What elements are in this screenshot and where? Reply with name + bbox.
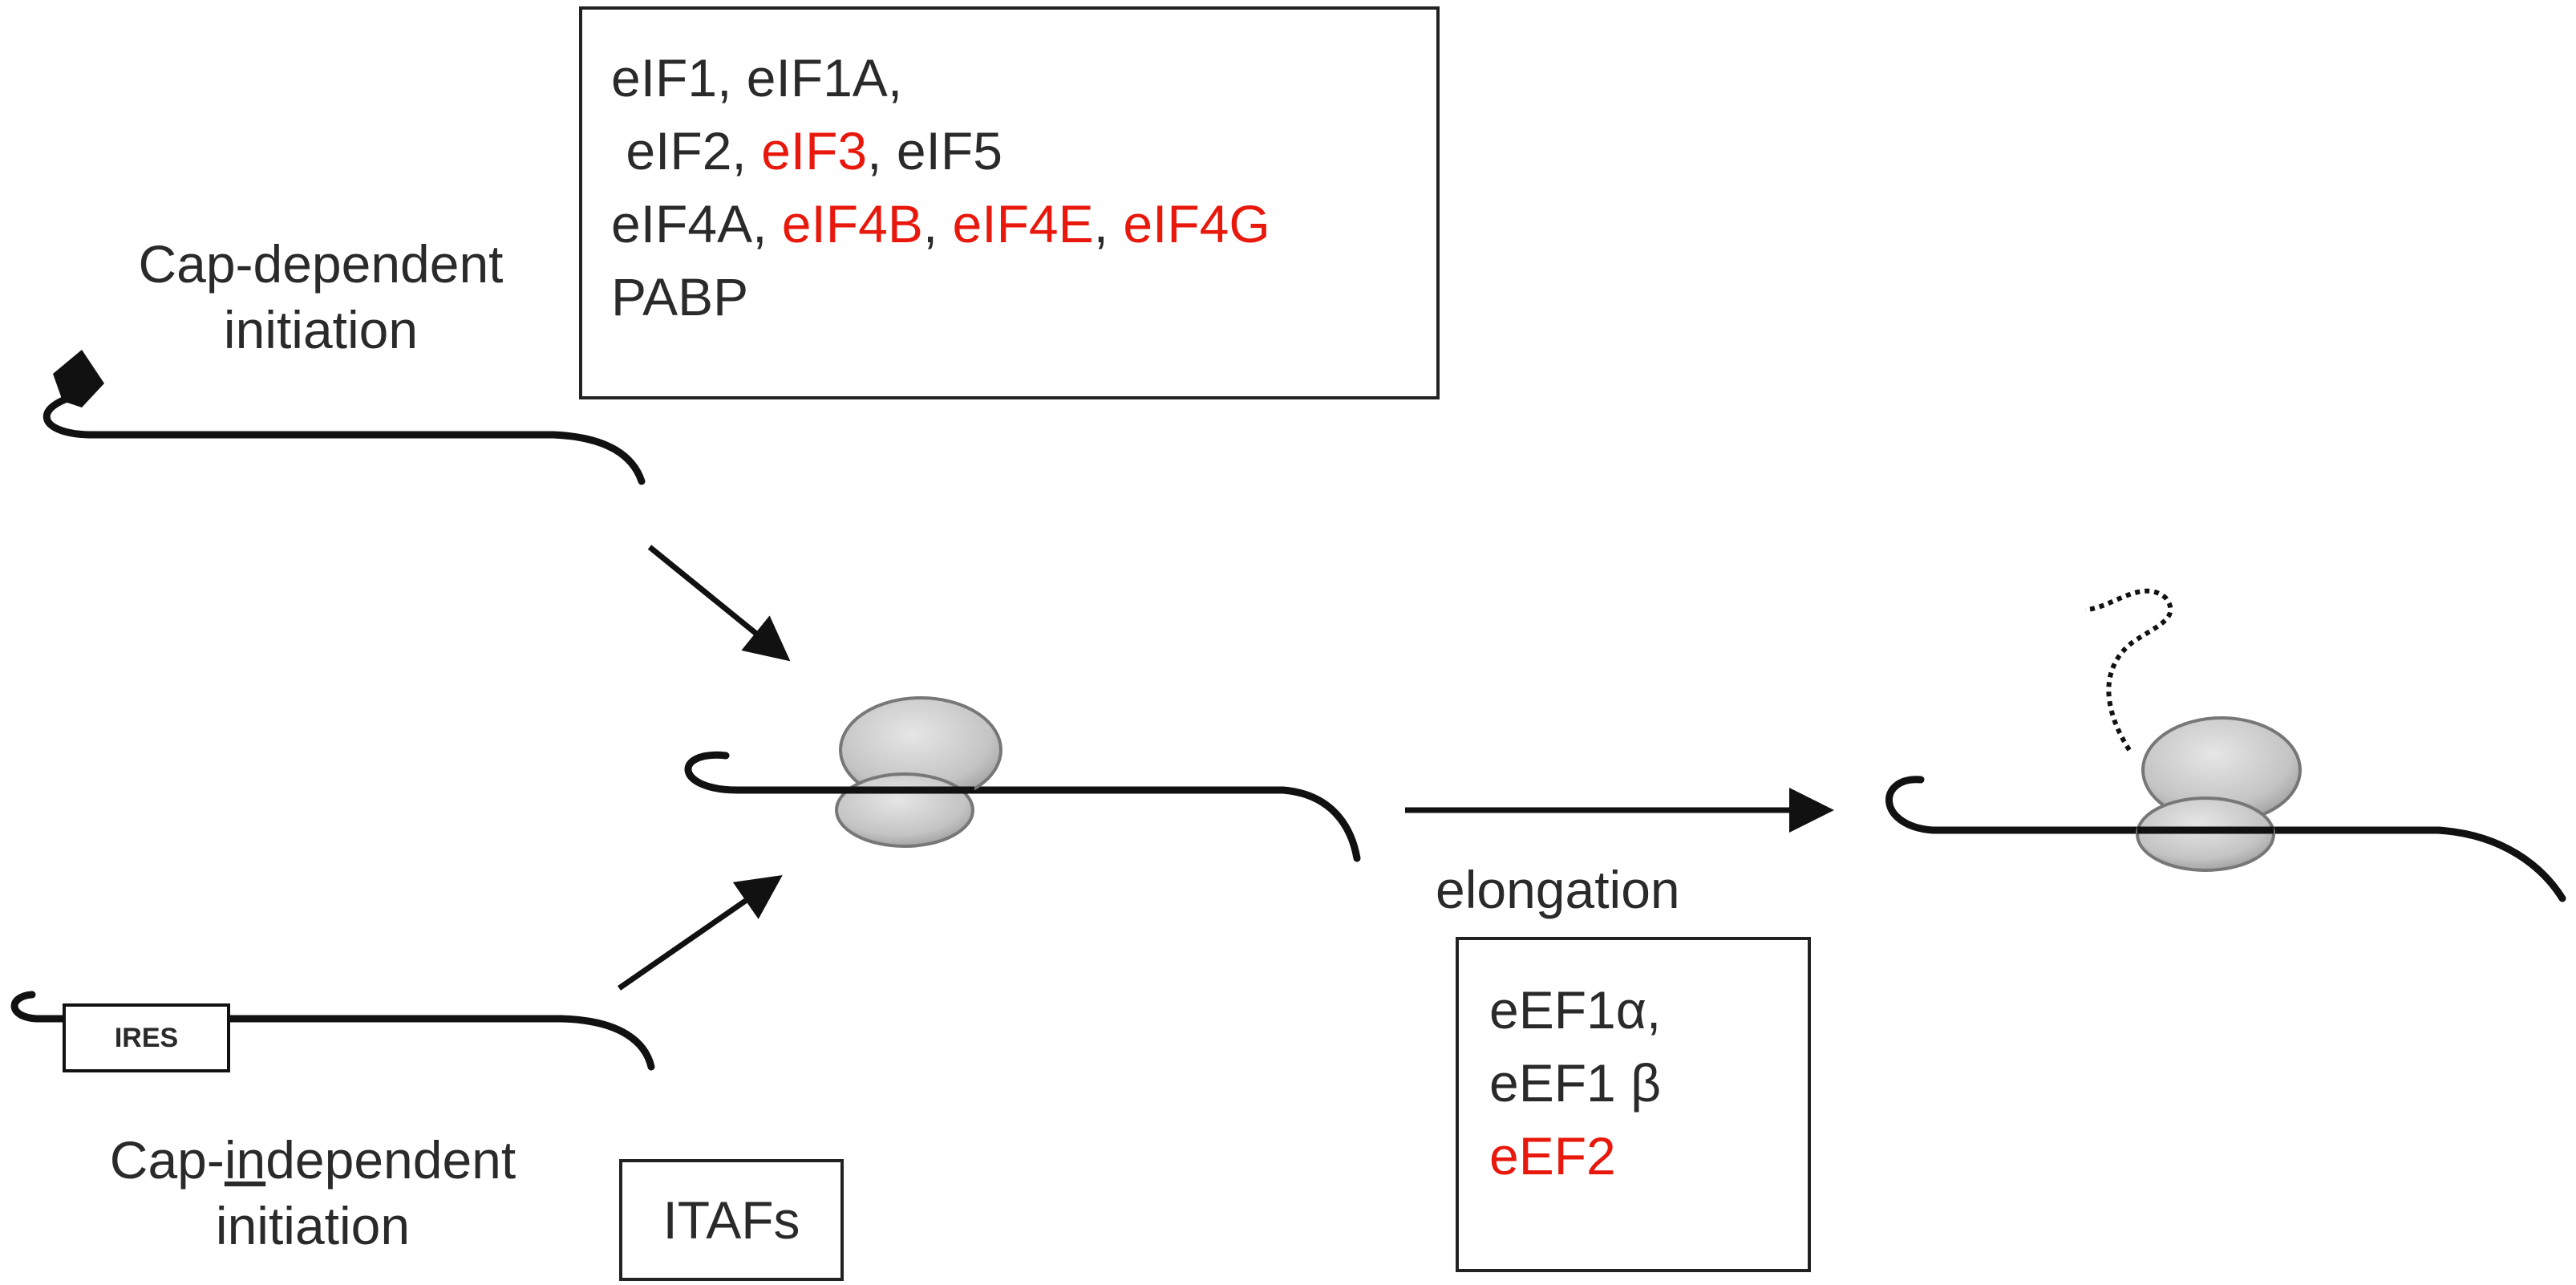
cap-independent-label-suffix: dependent xyxy=(265,1130,516,1190)
factor-name: , xyxy=(922,194,953,253)
factor-name: , eIF5 xyxy=(867,121,1002,180)
factor-name: eIF4B xyxy=(781,194,923,253)
initiation-complex xyxy=(684,696,1361,862)
factor-line: eIF4A, eIF4B, eIF4E, eIF4G xyxy=(611,188,1436,261)
cap-dependent-label-line1: Cap-dependent xyxy=(138,234,504,294)
cap-independent-arrow xyxy=(618,875,783,991)
factor-name: eIF2, xyxy=(611,121,762,180)
factor-line: eIF2, eIF3, eIF5 xyxy=(611,115,1436,188)
itafs-box: ITAFs xyxy=(619,1159,844,1281)
cap-dependent-label: Cap-dependent initiation xyxy=(72,231,569,363)
factor-name: PABP xyxy=(611,267,749,326)
factor-name: eIF4E xyxy=(952,194,1094,253)
cap-independent-label-prefix: Cap- xyxy=(109,1130,225,1190)
elongation-label: elongation xyxy=(1436,860,1680,919)
elongation-factor: eEF2 xyxy=(1489,1126,1616,1186)
cap-dependent-arrow xyxy=(647,545,791,662)
ires-label: IRES xyxy=(114,1023,179,1053)
mrna-cap-icon xyxy=(53,350,104,407)
cap-independent-label-line1: Cap-independent xyxy=(36,1127,589,1193)
ires-mrna xyxy=(10,991,655,1072)
factor-name: , xyxy=(1093,194,1124,253)
itafs-label: ITAFs xyxy=(662,1190,800,1250)
elongation-factors-box: eEF1α, eEF1 β eEF2 xyxy=(1456,937,1811,1272)
ires-box xyxy=(63,1003,230,1072)
elongation-factor: eEF1α, xyxy=(1489,980,1662,1040)
factor-name: eIF3 xyxy=(761,121,868,180)
cap-independent-label: Cap-independent initiation xyxy=(36,1127,589,1259)
cap-independent-label-underlined: in xyxy=(224,1130,266,1190)
cap-dependent-mrna xyxy=(43,350,646,485)
factor-line: PABP xyxy=(611,261,1436,334)
elongation-factor: eEF1 β xyxy=(1489,1053,1662,1113)
factor-line: eIF1, eIF1A, xyxy=(611,42,1436,115)
ribosome-small-subunit xyxy=(835,772,974,848)
nascent-peptide xyxy=(2084,588,2173,752)
factor-name: eIF4G xyxy=(1123,194,1270,253)
factor-name: eIF1, eIF1A, xyxy=(611,48,903,107)
cap-independent-label-line2: initiation xyxy=(215,1196,411,1255)
elongating-ribosome-small-subunit xyxy=(2136,797,2275,872)
elongating-complex xyxy=(1885,588,2566,902)
factor-name: eIF4A, xyxy=(611,194,782,253)
elongation-factors-list: eEF1α, eEF1 β eEF2 xyxy=(1489,974,1808,1193)
cap-dependent-label-line2: initiation xyxy=(223,300,419,359)
